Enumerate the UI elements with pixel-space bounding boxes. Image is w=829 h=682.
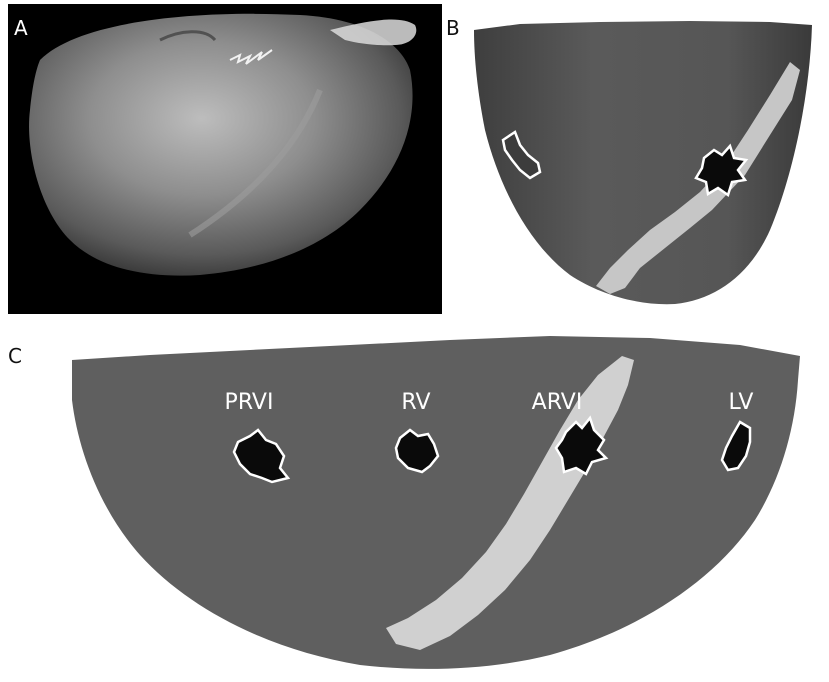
panel-b-mesh bbox=[474, 21, 812, 304]
rv-label: RV bbox=[401, 390, 430, 415]
panel-b-label: B bbox=[446, 16, 460, 40]
panel-c-label: C bbox=[8, 344, 22, 368]
panel-c-map bbox=[72, 336, 800, 669]
panel-a-label: A bbox=[14, 16, 28, 40]
arvi-label: ARVI bbox=[532, 390, 583, 415]
panel-a-photo bbox=[8, 4, 442, 314]
lv-label: LV bbox=[729, 390, 754, 415]
prvi-label: PRVI bbox=[225, 390, 274, 415]
